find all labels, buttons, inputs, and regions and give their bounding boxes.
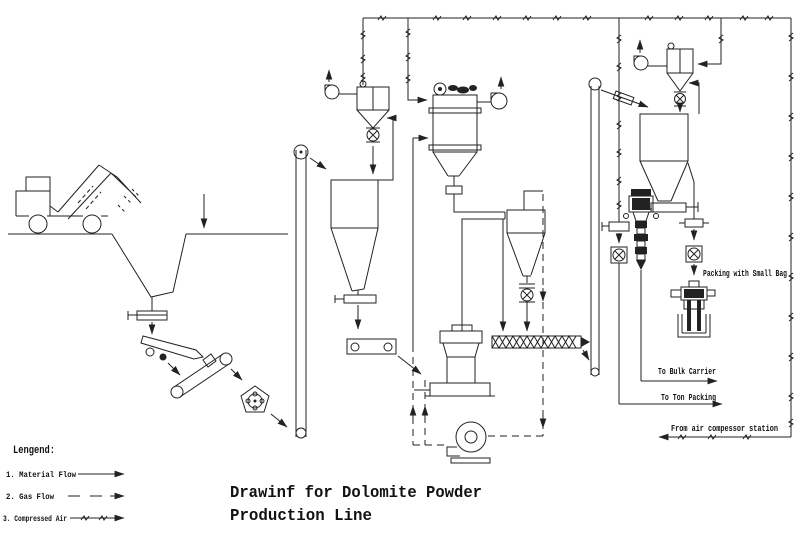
receiving-pit-hopper bbox=[112, 194, 208, 297]
compressed-air-marks-horizontal bbox=[378, 16, 773, 439]
legend-item-material-flow: 1. Material Flow bbox=[6, 470, 77, 480]
mill-feed-hopper bbox=[331, 180, 378, 330]
legend-item-gas-flow: 2. Gas Flow bbox=[6, 492, 55, 502]
dust-collector-3 bbox=[634, 39, 699, 114]
gas-ducts bbox=[409, 194, 547, 445]
blower-fan bbox=[447, 422, 490, 463]
crusher bbox=[241, 386, 288, 427]
bulk-loading-spout bbox=[624, 189, 659, 381]
cyclone-separator bbox=[499, 191, 545, 332]
bag-packing-machine bbox=[671, 281, 715, 337]
compressed-air-network bbox=[361, 16, 793, 441]
legend-air-marks bbox=[81, 516, 107, 520]
label-to-bulk-carrier: To Bulk Carrier bbox=[658, 367, 716, 377]
legend: Lengend: 1. Material Flow 2. Gas Flow 3.… bbox=[3, 445, 124, 524]
drawing-title-line1: Drawinf for Dolomite Powder bbox=[230, 484, 482, 503]
drawing-title-line2: Production Line bbox=[230, 507, 372, 526]
bucket-elevator-1 bbox=[294, 145, 327, 438]
vibrating-feeder bbox=[141, 336, 203, 376]
bag-filter bbox=[413, 76, 507, 345]
small-bag-branch bbox=[679, 219, 709, 276]
leader-lines bbox=[619, 377, 723, 408]
pit-discharge-gate bbox=[128, 297, 167, 335]
label-to-ton-packing: To Ton Packing bbox=[661, 393, 716, 403]
belt-conveyor bbox=[171, 353, 243, 398]
bucket-elevator-2 bbox=[589, 78, 649, 376]
legend-item-compressed-air: 3. Compressed Air bbox=[3, 514, 67, 524]
belt-feeder bbox=[347, 339, 422, 374]
label-packing-small-bag: Packing with Small Bag bbox=[703, 269, 787, 279]
ton-packing-branch bbox=[602, 222, 629, 404]
grinding-mill bbox=[414, 325, 495, 396]
legend-heading: Lengend: bbox=[13, 445, 55, 457]
screw-conveyor bbox=[492, 336, 590, 361]
product-silo bbox=[640, 114, 698, 219]
compressed-air-marks-vertical bbox=[361, 29, 793, 427]
dust-collector-1 bbox=[325, 69, 397, 180]
label-from-air-compressor: From air compessor station bbox=[671, 424, 778, 434]
dump-truck bbox=[16, 165, 141, 233]
